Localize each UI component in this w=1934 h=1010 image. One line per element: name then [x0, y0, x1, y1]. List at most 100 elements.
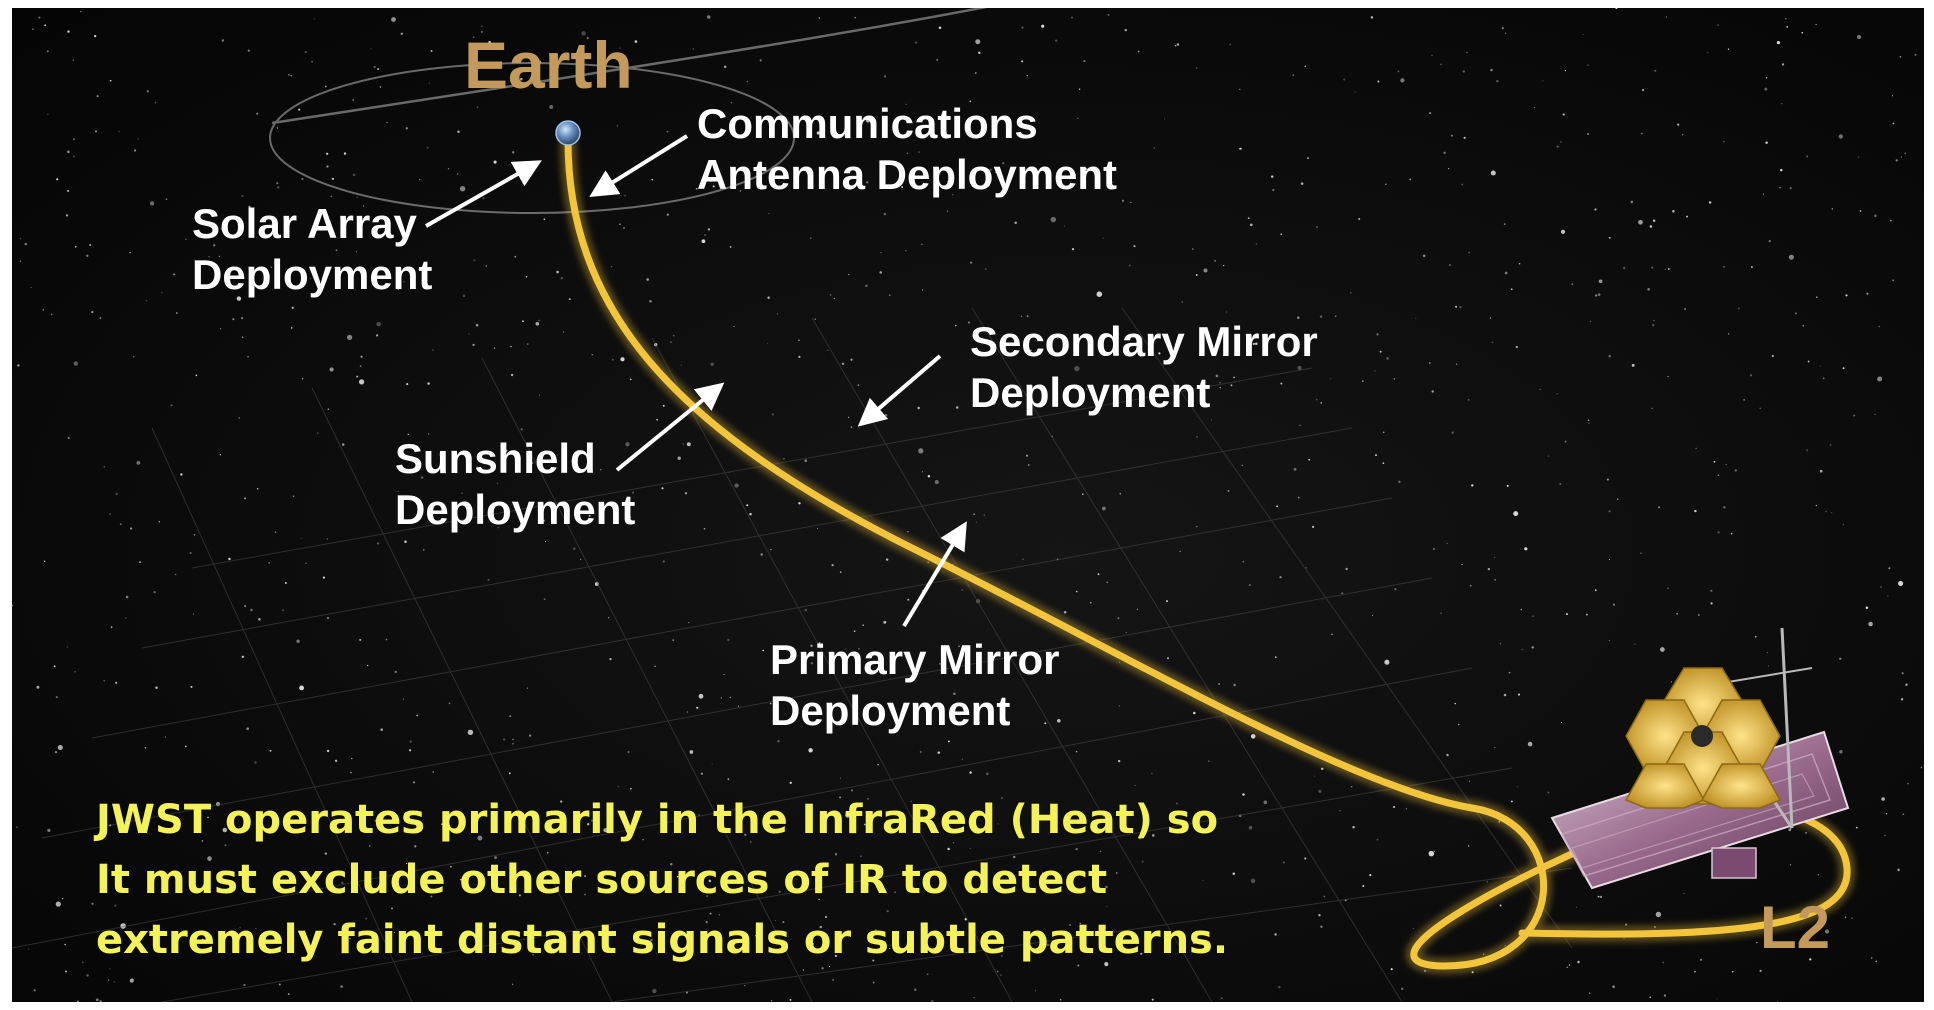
star: [1887, 595, 1889, 597]
star: [221, 39, 225, 42]
star: [905, 250, 907, 252]
star: [1130, 201, 1132, 203]
star: [833, 297, 835, 300]
star: [989, 168, 992, 172]
star: [287, 993, 290, 995]
star: [1672, 210, 1675, 213]
star: [1722, 265, 1725, 268]
star: [322, 576, 325, 579]
star: [397, 287, 400, 290]
star: [1665, 16, 1667, 18]
star: [386, 122, 388, 124]
star: [91, 311, 94, 314]
star: [1785, 18, 1787, 20]
star: [1012, 855, 1016, 859]
star: [220, 328, 222, 330]
star: [682, 443, 684, 445]
star: [1195, 274, 1198, 276]
star: [847, 273, 850, 276]
star: [695, 187, 698, 190]
star: [1499, 904, 1502, 907]
star: [1255, 342, 1258, 345]
star: [73, 138, 75, 140]
star: [727, 638, 730, 642]
star: [65, 214, 69, 217]
star: [1686, 215, 1689, 218]
star: [1829, 444, 1832, 446]
star: [937, 751, 941, 754]
star: [847, 416, 850, 419]
star: [195, 374, 198, 377]
star: [19, 260, 22, 262]
star: [96, 95, 99, 98]
star: [1844, 916, 1847, 918]
star: [376, 933, 378, 936]
star: [947, 847, 950, 851]
star: [620, 357, 625, 362]
star: [194, 259, 196, 261]
label-line-1: Solar Array: [192, 200, 417, 247]
star: [184, 745, 187, 748]
star: [686, 442, 691, 447]
star: [247, 356, 249, 358]
star: [1658, 506, 1661, 509]
star: [99, 317, 102, 320]
star: [329, 367, 334, 372]
star: [1868, 621, 1873, 627]
star: [67, 30, 70, 33]
star: [1743, 399, 1745, 401]
star: [1362, 884, 1365, 888]
star: [1349, 292, 1352, 294]
star: [1589, 320, 1592, 323]
star: [89, 243, 92, 247]
star: [754, 934, 757, 937]
star: [1660, 647, 1665, 652]
star: [926, 973, 929, 976]
star: [512, 738, 514, 741]
star: [1422, 254, 1426, 258]
star: [86, 254, 89, 258]
star: [1219, 387, 1221, 389]
star: [997, 823, 999, 825]
star: [67, 189, 70, 193]
star: [119, 523, 122, 526]
star: [324, 852, 327, 855]
star: [1789, 186, 1792, 190]
star: [986, 772, 989, 776]
star: [1446, 753, 1449, 757]
star: [1630, 200, 1634, 204]
star: [1334, 315, 1337, 318]
star: [76, 1000, 79, 1002]
star: [1608, 510, 1611, 513]
star: [467, 729, 474, 736]
star: [946, 210, 949, 212]
star: [1283, 334, 1285, 336]
star: [939, 663, 941, 665]
star: [975, 521, 977, 523]
star: [1566, 966, 1569, 968]
star: [304, 51, 307, 54]
star: [700, 772, 703, 775]
star: [1676, 613, 1678, 615]
star: [1789, 864, 1792, 866]
star: [461, 492, 463, 494]
star: [978, 51, 981, 55]
star: [749, 512, 752, 516]
star: [1524, 547, 1528, 551]
star: [623, 227, 625, 229]
star: [42, 308, 45, 311]
star: [1370, 16, 1374, 19]
jwst-telescope-icon: [1550, 627, 1850, 890]
star: [335, 249, 338, 252]
star: [305, 562, 307, 564]
star: [82, 961, 84, 964]
star: [1316, 226, 1318, 228]
star: [158, 521, 160, 523]
earth-orbit: [269, 8, 988, 214]
star: [711, 763, 713, 765]
star: [812, 943, 814, 945]
label-line-1: Sunshield: [395, 435, 596, 482]
star: [352, 99, 355, 101]
star: [827, 349, 829, 351]
star: [642, 838, 644, 841]
